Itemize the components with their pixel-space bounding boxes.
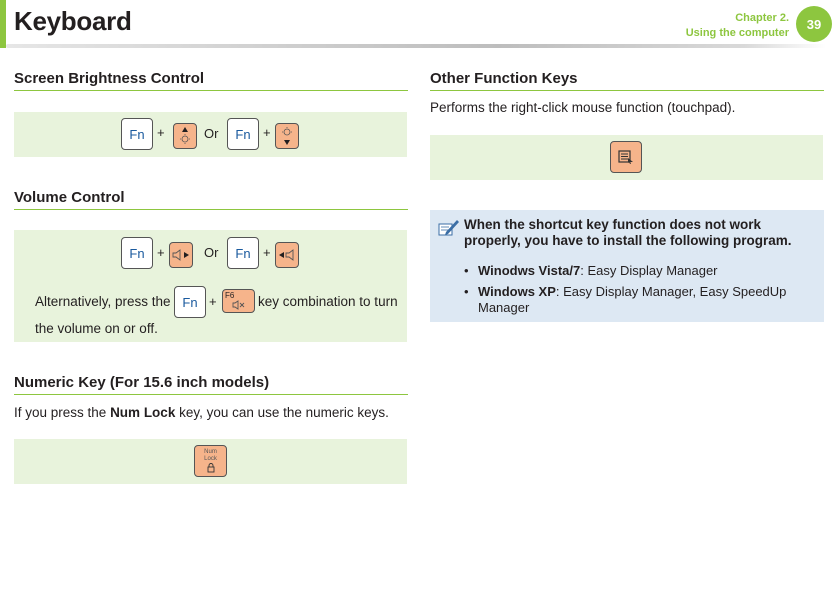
volume-alt-text-line2: the volume on or off.: [35, 321, 158, 336]
volume-alt-text-start: Alternatively, press the: [35, 294, 171, 309]
brightness-up-key: [173, 123, 197, 149]
other-description: Performs the right-click mouse function …: [430, 100, 736, 115]
section-title-brightness: Screen Brightness Control: [14, 70, 205, 87]
section-rule-other: [430, 90, 824, 91]
fn-key: Fn: [227, 237, 259, 269]
chapter-title: Using the computer: [685, 27, 789, 39]
plus-sign: +: [157, 245, 165, 260]
fn-key: Fn: [121, 118, 153, 150]
note-item-text: : Easy Display Manager: [580, 263, 718, 278]
section-rule-numeric: [14, 394, 408, 395]
section-title-other: Other Function Keys: [430, 70, 578, 87]
menu-key: [610, 141, 642, 173]
numlock-key: Num Lock: [194, 445, 227, 477]
chapter-number: Chapter 2.: [735, 12, 789, 24]
numeric-text-before: If you press the: [14, 405, 111, 420]
or-label: Or: [204, 245, 219, 260]
numlock-key-line2: Lock: [204, 456, 217, 462]
f6-key-label: F6: [225, 291, 235, 300]
numlock-key-line1: Num: [204, 449, 217, 455]
section-rule-brightness: [14, 90, 408, 91]
section-title-volume: Volume Control: [14, 189, 125, 206]
note-item: • Winodws Vista/7: Easy Display Manager: [464, 263, 818, 279]
numeric-text-after: key, you can use the numeric keys.: [175, 405, 389, 420]
page-title: Keyboard: [14, 6, 132, 36]
header-divider: [6, 44, 826, 48]
note-item-bold: Winodws Vista/7: [478, 263, 581, 278]
other-keys-box: [430, 135, 823, 180]
plus-sign: +: [209, 294, 217, 309]
header-accent-bar: [0, 0, 6, 48]
note-heading: When the shortcut key function does not …: [464, 217, 792, 248]
brightness-down-key: [275, 123, 299, 149]
bullet-dot: •: [464, 263, 469, 278]
f6-mute-key: F6: [222, 289, 255, 313]
mute-icon: [232, 300, 244, 310]
plus-sign: +: [263, 125, 271, 140]
note-pencil-icon: [438, 220, 459, 236]
or-label: Or: [204, 126, 219, 141]
volume-up-key: [169, 242, 193, 268]
bullet-dot: •: [464, 284, 469, 299]
note-item: • Windows XP: Easy Display Manager, Easy…: [464, 284, 788, 316]
numeric-description: If you press the Num Lock key, you can u…: [14, 405, 389, 420]
plus-sign: +: [157, 125, 165, 140]
volume-down-icon: [279, 249, 294, 261]
plus-sign: +: [263, 245, 271, 260]
volume-keys-box: Fn + Or Fn + Alternatively, press the Fn…: [14, 230, 407, 342]
brightness-up-icon: [180, 127, 190, 144]
note-item-text: : Easy Display Manager, Easy SpeedUp Man…: [478, 284, 787, 315]
menu-icon: [618, 150, 633, 164]
numeric-keys-box: Num Lock: [14, 439, 407, 484]
volume-down-key: [275, 242, 299, 268]
numlock-bold: Num Lock: [110, 405, 176, 420]
section-title-numeric: Numeric Key (For 15.6 inch models): [14, 374, 270, 391]
lock-icon: [207, 463, 214, 473]
note-box: [430, 210, 824, 322]
note-item-bold: Windows XP: [478, 284, 556, 299]
brightness-keys-box: Fn + Or Fn +: [14, 112, 407, 157]
page-number-badge: 39: [796, 6, 832, 42]
fn-key: Fn: [227, 118, 259, 150]
chapter-label: Chapter 2. Using the computer: [686, 11, 789, 41]
fn-key: Fn: [121, 237, 153, 269]
volume-alt-text-end: key combination to turn: [258, 294, 398, 309]
volume-up-icon: [172, 249, 189, 261]
section-rule-volume: [14, 209, 408, 210]
brightness-down-icon: [282, 127, 292, 145]
fn-key: Fn: [174, 286, 206, 318]
